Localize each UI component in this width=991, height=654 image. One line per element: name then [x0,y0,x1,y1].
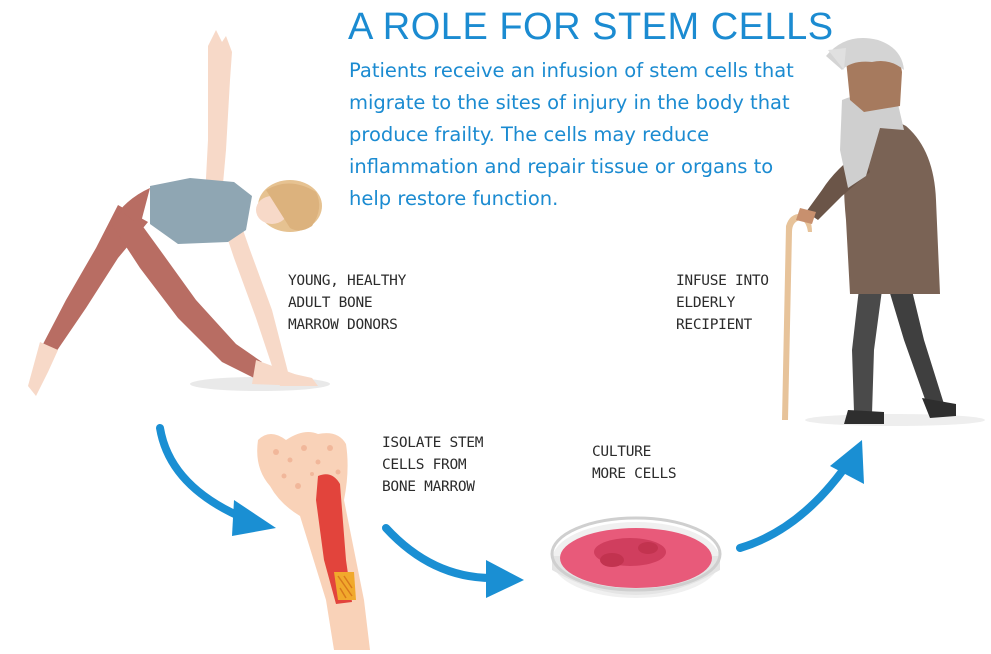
donors-label: YOUNG, HEALTHY ADULT BONE MARROW DONORS [288,270,406,336]
yoga-donor-figure [28,30,330,396]
petri-dish-icon [552,518,720,598]
label-line: ELDERLY [676,292,769,314]
label-line: YOUNG, HEALTHY [288,270,406,292]
bone-marrow-icon [257,432,370,650]
infuse-label: INFUSE INTO ELDERLY RECIPIENT [676,270,769,336]
elderly-recipient-figure [782,38,985,426]
label-line: CULTURE [592,441,676,463]
label-line: CELLS FROM [382,454,483,476]
label-line: INFUSE INTO [676,270,769,292]
isolate-label: ISOLATE STEM CELLS FROM BONE MARROW [382,432,483,498]
label-line: MORE CELLS [592,463,676,485]
label-line: ISOLATE STEM [382,432,483,454]
label-line: RECIPIENT [676,314,769,336]
label-line: MARROW DONORS [288,314,406,336]
page-title: A ROLE FOR STEM CELLS [348,6,834,49]
label-line: ADULT BONE [288,292,406,314]
culture-label: CULTURE MORE CELLS [592,441,676,485]
label-line: BONE MARROW [382,476,483,498]
description: Patients receive an infusion of stem cel… [349,55,794,215]
